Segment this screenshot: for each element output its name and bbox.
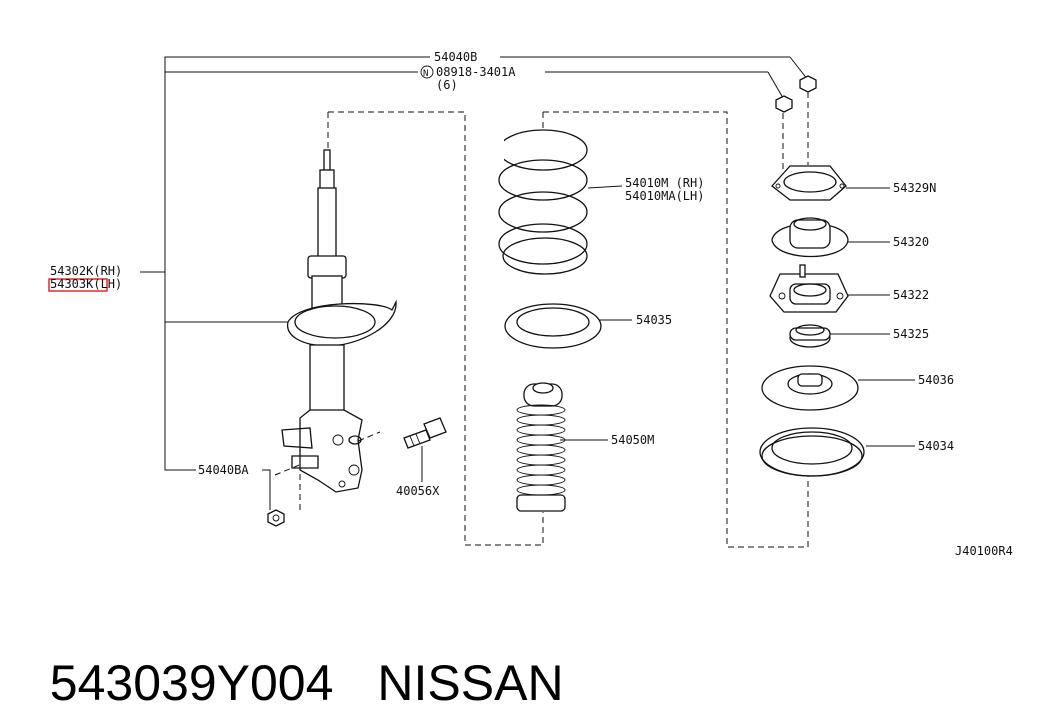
- label-54320[interactable]: 54320: [893, 235, 929, 249]
- top-nuts: [775, 75, 817, 113]
- label-54322[interactable]: 54322: [893, 288, 929, 302]
- label-54010M[interactable]: 54010M (RH): [625, 176, 704, 190]
- upper-seat: [761, 365, 859, 411]
- label-qty: (6): [436, 78, 458, 92]
- label-54302K[interactable]: 54302K(RH): [50, 264, 122, 278]
- label-54040BA[interactable]: 54040BA: [198, 463, 249, 477]
- mount: [771, 217, 849, 258]
- bearing: [789, 324, 831, 348]
- n-mark-icon: [420, 65, 434, 79]
- assembly-dash-lines: [274, 92, 809, 548]
- label-54050M[interactable]: 54050M: [611, 433, 654, 447]
- n-mark-text: N: [423, 69, 428, 79]
- insulator: [771, 165, 847, 201]
- label-54303K[interactable]: 54303K(LH): [50, 277, 122, 291]
- strut-assembly: [281, 149, 397, 493]
- label-54010MA[interactable]: 54010MA(LH): [625, 189, 704, 203]
- leader-lines: [140, 56, 915, 510]
- bound-bumper: [516, 382, 566, 512]
- mount-upper: [769, 264, 849, 313]
- label-54035[interactable]: 54035: [636, 313, 672, 327]
- label-54036[interactable]: 54036: [918, 373, 954, 387]
- label-54329N[interactable]: 54329N: [893, 181, 936, 195]
- bolt: [403, 417, 447, 449]
- brand-name: NISSAN: [377, 655, 564, 711]
- highlight-box: [48, 278, 108, 292]
- label-54325[interactable]: 54325: [893, 327, 929, 341]
- label-08918-3401A[interactable]: 08918-3401A: [436, 65, 516, 79]
- lower-seat: [759, 427, 865, 477]
- spring-seat: [504, 303, 602, 349]
- diagram-code: J40100R4: [955, 544, 1013, 558]
- nut-lower: [267, 509, 285, 527]
- coil-spring: [496, 129, 588, 275]
- parts-diagram: 54040B N 08918-3401A (6) 54010M (RH) 540…: [48, 50, 1013, 558]
- label-54034[interactable]: 54034: [918, 439, 954, 453]
- label-40056X[interactable]: 40056X: [396, 484, 440, 498]
- part-number: 543039Y004: [49, 655, 334, 711]
- part-labels: 54040B N 08918-3401A (6) 54010M (RH) 540…: [48, 50, 1013, 558]
- footer-caption: 543039Y004 NISSAN: [22, 596, 564, 712]
- label-54040B[interactable]: 54040B: [434, 50, 477, 64]
